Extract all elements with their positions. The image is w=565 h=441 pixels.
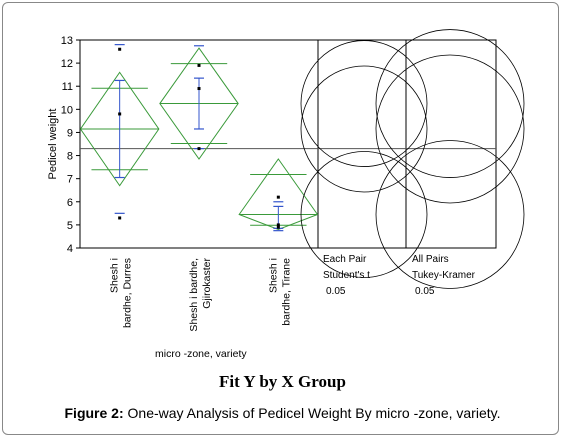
x-category-label: Shesh i bardhe, bbox=[188, 258, 200, 332]
comparison-panel-label: Tukey-Kramer bbox=[412, 270, 476, 281]
comparison-panel-label: Student's t bbox=[323, 270, 370, 281]
comparison-panel-label: 0.05 bbox=[415, 286, 435, 297]
y-tick-label: 9 bbox=[67, 127, 73, 139]
y-tick-label: 5 bbox=[67, 220, 73, 232]
comparison-circle-all-pairs bbox=[375, 140, 525, 289]
means-diamond bbox=[238, 158, 319, 231]
comparison-circle-all-pairs bbox=[375, 54, 525, 204]
means-diamond bbox=[79, 71, 160, 187]
comparison-circle-each-pair bbox=[300, 151, 428, 278]
data-point bbox=[118, 112, 122, 116]
data-point bbox=[276, 223, 280, 227]
means-diamond bbox=[159, 47, 239, 160]
caption-label: Figure 2: bbox=[64, 405, 124, 421]
y-tick-label: 7 bbox=[67, 174, 73, 186]
caption-text: One-way Analysis of Pedicel Weight By mi… bbox=[127, 405, 501, 421]
x-category-label: Gjirokaster bbox=[201, 258, 213, 309]
data-point bbox=[197, 147, 201, 151]
data-point bbox=[118, 47, 122, 51]
figure-frame bbox=[2, 2, 559, 435]
x-category-label: Shesh i bbox=[109, 258, 121, 293]
x-category-label: Shesh i bbox=[267, 258, 279, 293]
y-tick-label: 8 bbox=[67, 151, 73, 163]
comparison-circle-all-pairs bbox=[375, 29, 525, 178]
y-tick-label: 11 bbox=[62, 81, 73, 93]
x-category-label: bardhe, Durres bbox=[122, 258, 134, 328]
data-point bbox=[197, 63, 201, 67]
y-tick-label: 6 bbox=[67, 197, 73, 209]
comparison-circle-each-pair bbox=[300, 40, 428, 167]
y-axis-label: Pedicel weight bbox=[47, 109, 59, 180]
comparison-panel-label: Each Pair bbox=[323, 254, 367, 265]
x-axis-label: micro -zone, variety bbox=[155, 348, 247, 360]
comparison-panel-label: 0.05 bbox=[326, 286, 346, 297]
y-tick-label: 10 bbox=[61, 104, 73, 116]
data-point bbox=[118, 216, 122, 220]
figure-caption: Figure 2: One-way Analysis of Pedicel We… bbox=[0, 405, 565, 421]
x-category-label: bardhe, Tirane bbox=[280, 258, 292, 326]
comparison-panel-label: All Pairs bbox=[412, 254, 449, 265]
data-point bbox=[276, 225, 280, 229]
data-point bbox=[276, 195, 280, 199]
plot-frame bbox=[79, 39, 497, 249]
data-point bbox=[197, 87, 201, 91]
y-tick-label: 4 bbox=[67, 243, 73, 255]
figure-title: Fit Y by X Group bbox=[219, 372, 346, 391]
comparison-circle-each-pair bbox=[300, 65, 428, 193]
y-tick-label: 13 bbox=[61, 35, 73, 47]
y-tick-label: 12 bbox=[61, 58, 73, 70]
